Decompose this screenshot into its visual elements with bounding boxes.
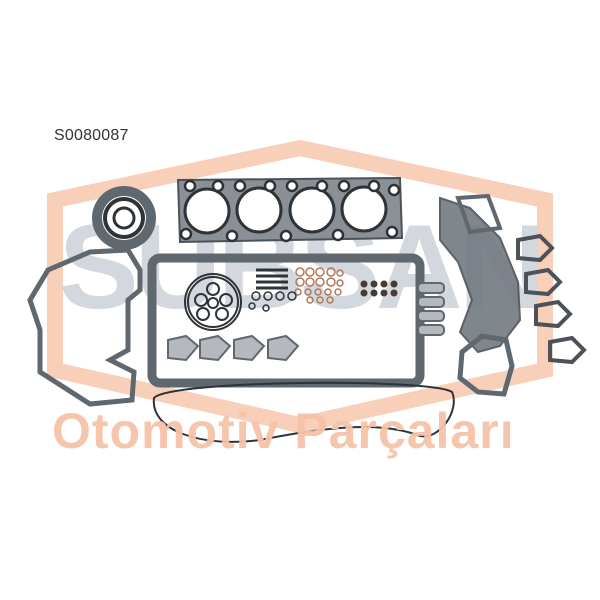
watermark-tagline: Otomotiv Parçaları [52,403,515,459]
valve-cover-gasket-icon [152,381,455,443]
cylinder-head-gasket-icon [176,176,404,244]
crankshaft-seal-icon [92,186,156,250]
washers-icon [248,267,344,312]
o-ring-plate-icon [184,273,242,331]
exhaust-gaskets-icon [417,282,445,336]
timing-cover-gasket-icon [27,247,143,407]
product-code-label: S0080087 [54,127,129,144]
manifold-gaskets-icon [167,334,300,362]
cover-gaskets-icon [516,233,587,365]
valve-stem-seals-icon [256,268,288,290]
plate-gasket-icon [455,193,503,235]
water-pump-gasket-icon [457,333,515,397]
rubber-seals-icon [360,280,398,297]
front-cover-gasket-icon [439,196,522,354]
